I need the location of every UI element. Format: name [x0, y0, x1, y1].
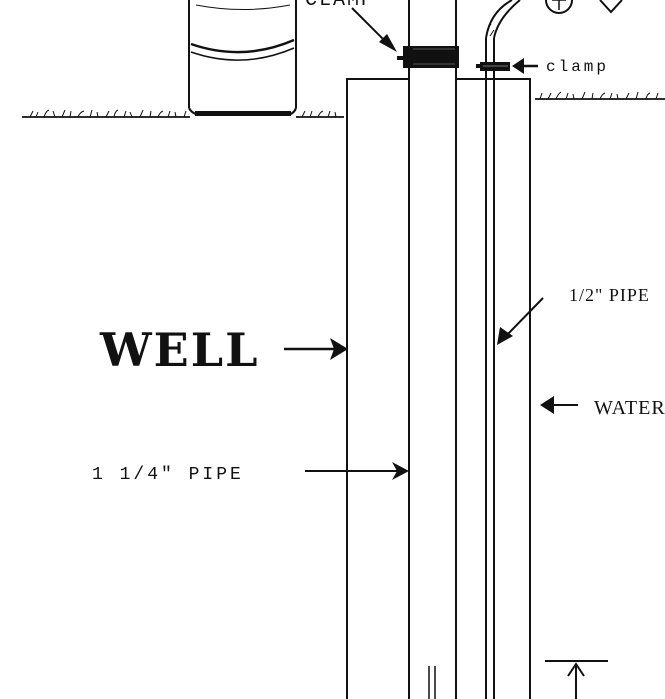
- well-callout: WELL: [99, 323, 348, 377]
- water-callout: WATER: [540, 396, 665, 419]
- water-label: WATER: [594, 397, 665, 419]
- inch-quarter-pipe: [397, 0, 459, 699]
- gauge-icon: [545, 0, 623, 14]
- clamp-right-callout: clamp: [512, 58, 609, 76]
- well-casing: [346, 78, 531, 699]
- clamp-right-label: clamp: [546, 58, 609, 76]
- inch-quarter-pipe-callout: 1 1/4" PIPE: [92, 462, 409, 485]
- clamp-top-label: CLAMP: [305, 0, 375, 12]
- inch-quarter-pipe-label: 1 1/4" PIPE: [92, 465, 244, 485]
- ground-surface: [22, 91, 665, 118]
- half-inch-pipe: [476, 0, 521, 699]
- well-label: WELL: [99, 323, 259, 377]
- depth-marker: [545, 660, 608, 699]
- half-inch-pipe-callout: 1/2" PIPE: [497, 285, 650, 345]
- clamp-top-callout: CLAMP: [305, 0, 397, 52]
- half-inch-pipe-label: 1/2" PIPE: [569, 285, 650, 305]
- pressure-tank: [188, 0, 297, 116]
